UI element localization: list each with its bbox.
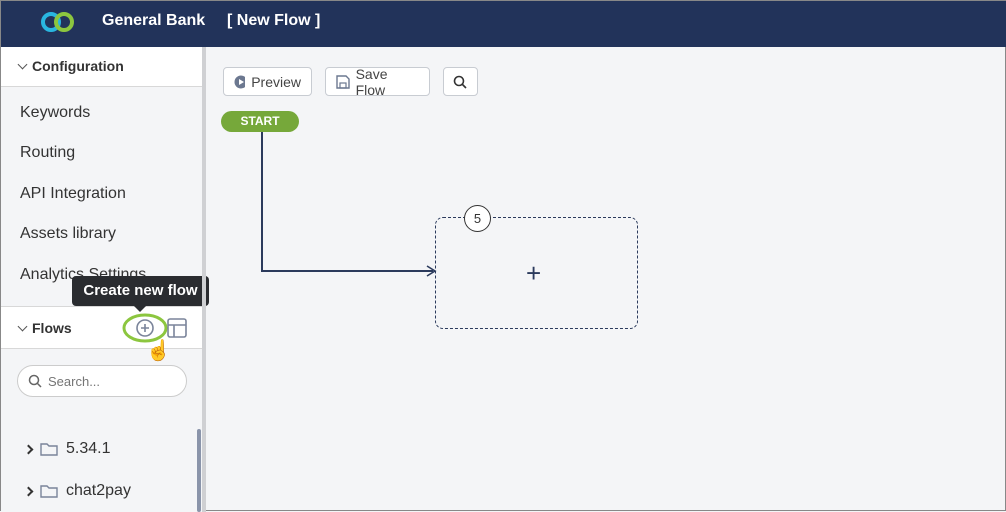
preview-label: Preview [251, 73, 301, 90]
flow-search[interactable] [17, 365, 187, 397]
plus-circle-icon [136, 319, 154, 337]
sidebar-scrollbar[interactable] [197, 429, 201, 512]
save-icon [336, 74, 350, 89]
sidebar-item-keywords[interactable]: Keywords [20, 104, 91, 121]
tooltip: Create new flow [72, 276, 209, 312]
search-canvas-button[interactable] [443, 67, 478, 96]
save-flow-button[interactable]: Save Flow [325, 65, 430, 98]
folder-label: 5.34.1 [66, 440, 111, 457]
app-header: General Bank [ New Flow ] [1, 1, 1006, 47]
configuration-section-header[interactable]: Configuration [1, 47, 202, 87]
preview-button[interactable]: Preview [223, 67, 312, 96]
folder-icon [40, 485, 58, 498]
search-icon [453, 75, 467, 89]
hand-cursor-icon: ☝ [146, 340, 171, 362]
section-label: Flows [32, 320, 72, 336]
sidebar-item-routing[interactable]: Routing [20, 144, 76, 161]
brand-name: General Bank [102, 12, 206, 29]
template-layout-icon[interactable] [167, 318, 187, 338]
save-label: Save Flow [355, 65, 388, 98]
create-flow-button[interactable] [122, 312, 170, 344]
sidebar: Configuration Keywords Routing API Integ… [1, 47, 202, 512]
section-label: Configuration [32, 58, 124, 74]
flows-section-header[interactable]: Flows [1, 306, 202, 349]
sidebar-item-api-integration[interactable]: API Integration [20, 185, 126, 202]
folder-item[interactable]: chat2pay [23, 482, 131, 500]
folder-item[interactable]: 5.34.1 [23, 440, 111, 458]
sidebar-splitter[interactable] [202, 47, 206, 512]
folder-icon [40, 443, 58, 456]
play-icon [234, 75, 246, 88]
add-node-icon[interactable]: + [526, 258, 542, 288]
node-number-badge: 5 [464, 205, 491, 232]
empty-flow-node[interactable] [435, 217, 638, 329]
logo-icon [41, 12, 74, 32]
search-input[interactable] [48, 373, 168, 389]
flow-title: [ New Flow ] [227, 12, 321, 29]
search-icon [28, 374, 42, 388]
folder-label: chat2pay [66, 482, 131, 499]
start-node[interactable]: START [221, 111, 299, 132]
sidebar-item-assets-library[interactable]: Assets library [20, 225, 117, 242]
